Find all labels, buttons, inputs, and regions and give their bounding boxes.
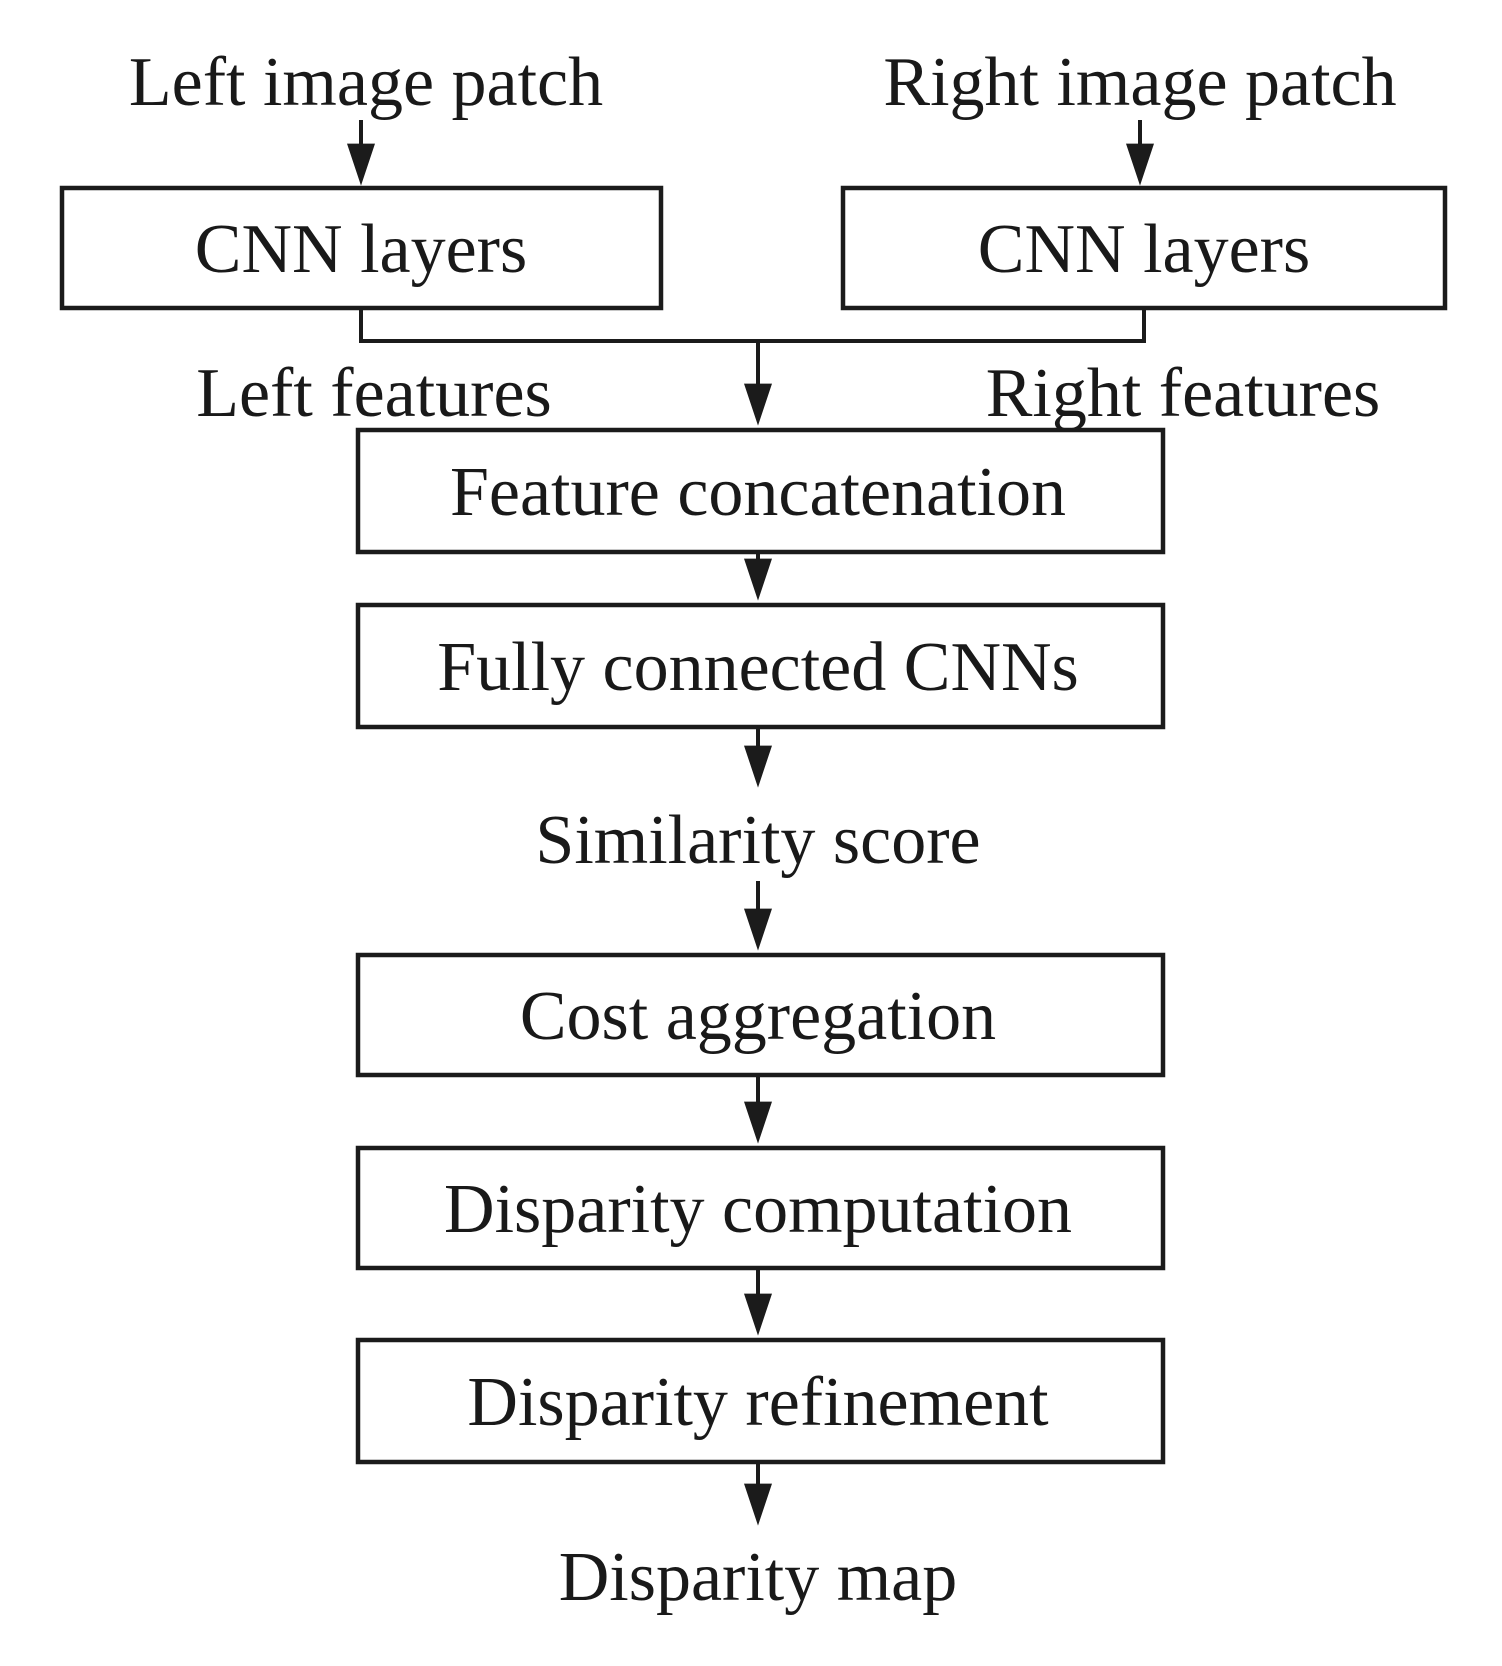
disparity-refinement-label: Disparity refinement <box>467 1364 1049 1441</box>
label-similarity-score: Similarity score <box>535 802 980 879</box>
node-fully-connected-cnns: Fully connected CNNs <box>355 602 1166 730</box>
node-right-cnn-layers: CNN layers <box>840 185 1448 311</box>
node-disparity-refinement: Disparity refinement <box>355 1337 1166 1465</box>
node-disparity-computation: Disparity computation <box>355 1145 1166 1271</box>
disparity-computation-label: Disparity computation <box>444 1171 1072 1248</box>
disparity-computation-box <box>355 1145 1166 1271</box>
label-disparity-map: Disparity map <box>559 1539 958 1616</box>
left-cnn-box-label: CNN layers <box>195 211 527 288</box>
node-cost-aggregation: Cost aggregation <box>355 952 1166 1078</box>
feature-concatenation-label: Feature concatenation <box>450 454 1066 531</box>
left-cnn-box <box>59 185 664 311</box>
fully-connected-box <box>355 602 1166 730</box>
cost-aggregation-label: Cost aggregation <box>520 978 996 1055</box>
label-right-features: Right features <box>986 355 1381 432</box>
right-cnn-box <box>840 185 1448 311</box>
node-feature-concatenation: Feature concatenation <box>355 427 1166 555</box>
label-left-image-patch: Left image patch <box>129 44 603 121</box>
feature-concatenation-box <box>355 427 1166 555</box>
fully-connected-label: Fully connected CNNs <box>437 629 1079 706</box>
cost-aggregation-box <box>355 952 1166 1078</box>
label-right-image-patch: Right image patch <box>883 44 1396 121</box>
right-cnn-box-label: CNN layers <box>978 211 1310 288</box>
disparity-refinement-box <box>355 1337 1166 1465</box>
node-left-cnn-layers: CNN layers <box>59 185 664 311</box>
label-left-features: Left features <box>196 355 552 432</box>
